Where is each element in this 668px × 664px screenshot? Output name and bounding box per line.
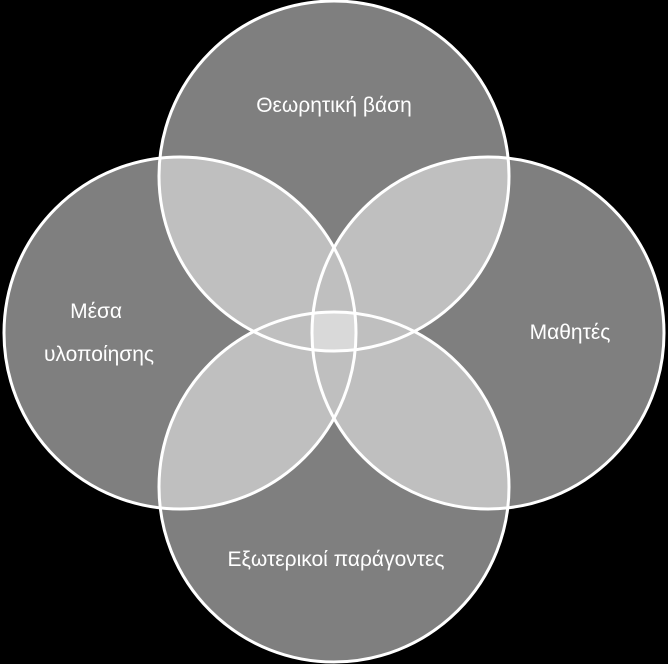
label-top: Θεωρητική βάση [256, 94, 412, 117]
label-left: Μέσα υλοποίησης [44, 300, 154, 366]
label-bottom: Εξωτερικοί παράγοντες [227, 548, 444, 571]
outline-left [2, 155, 358, 511]
outline-right [310, 155, 666, 511]
label-right: Μαθητές [530, 321, 611, 344]
outline-bottom [157, 310, 511, 664]
outline-top [157, 0, 511, 353]
